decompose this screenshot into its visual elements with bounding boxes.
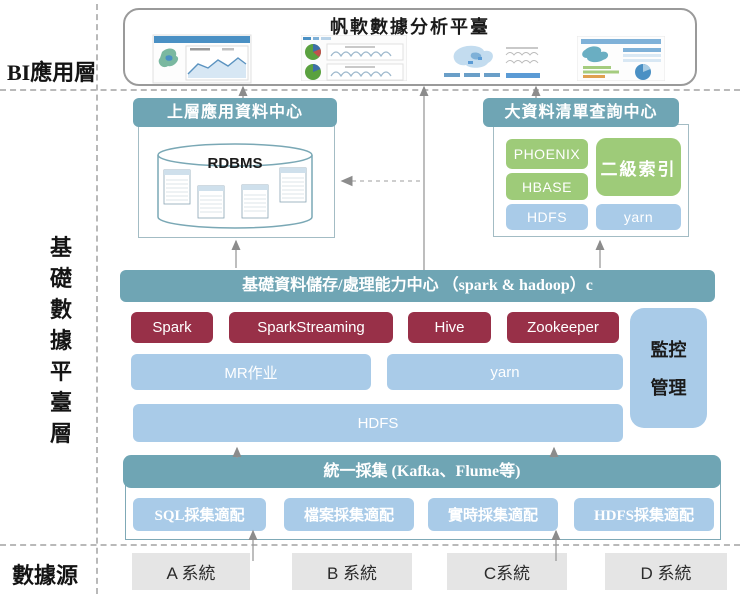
hbase-box: HBASE bbox=[506, 173, 588, 200]
rdbms-label: RDBMS bbox=[208, 155, 263, 172]
query-yarn-box: yarn bbox=[596, 204, 681, 230]
dashboard-thumbnail-4 bbox=[577, 36, 665, 81]
layer-divider-vertical bbox=[96, 4, 98, 594]
hdfs-adapter-box: HDFS採集適配 bbox=[574, 498, 714, 531]
upper-app-center-header: 上層應用資料中心 bbox=[133, 98, 337, 127]
storage-center-header: 基礎資料儲存/處理能力中心 （spark & hadoop）c bbox=[120, 270, 715, 302]
query-hdfs-box: HDFS bbox=[506, 204, 588, 230]
monitor-line-1: 監控 bbox=[650, 340, 687, 360]
table-icon bbox=[241, 184, 269, 219]
source-system-a: A 系統 bbox=[132, 553, 250, 590]
collection-header: 統一採集 (Kafka、Flume等) bbox=[123, 455, 721, 488]
spark-box: Spark bbox=[131, 312, 213, 343]
hive-box: Hive bbox=[408, 312, 491, 343]
query-center-panel: PHOENIX HBASE 二級索引 HDFS yarn bbox=[493, 124, 689, 237]
upper-app-center-panel: RDBMS bbox=[138, 124, 335, 238]
dashboard-thumbnail-3 bbox=[444, 45, 540, 78]
realtime-adapter-box: 實時採集適配 bbox=[428, 498, 558, 531]
source-system-b: B 系統 bbox=[292, 553, 412, 590]
query-center-header: 大資料清單查詢中心 bbox=[483, 98, 679, 127]
zookeeper-box: Zookeeper bbox=[507, 312, 619, 343]
data-source-label: 數據源 bbox=[12, 563, 79, 588]
layer-divider-source bbox=[0, 544, 740, 546]
sql-adapter-box: SQL採集適配 bbox=[133, 498, 266, 531]
bi-platform-box: 帆軟數據分析平臺 bbox=[123, 8, 697, 86]
yarn-box: yarn bbox=[387, 354, 623, 390]
file-adapter-box: 檔案採集適配 bbox=[284, 498, 414, 531]
dashboard-thumbnail-1 bbox=[152, 34, 252, 84]
monitor-line-2: 管理 bbox=[650, 378, 687, 398]
table-icon bbox=[279, 167, 307, 203]
source-system-d: D 系統 bbox=[605, 553, 727, 590]
monitor-management-box: 監控 管理 bbox=[630, 308, 707, 428]
bi-platform-title: 帆軟數據分析平臺 bbox=[330, 17, 490, 37]
table-icon bbox=[163, 169, 191, 205]
platform-layer-label: 基礎數據平臺層 bbox=[49, 235, 72, 446]
table-icon bbox=[197, 185, 225, 219]
secondary-index-box: 二級索引 bbox=[596, 138, 681, 196]
hdfs-box: HDFS bbox=[133, 404, 623, 442]
rdbms-cylinder: RDBMS bbox=[157, 143, 313, 229]
sparkstreaming-box: SparkStreaming bbox=[229, 312, 393, 343]
dashboard-thumbnail-2 bbox=[301, 35, 407, 81]
layer-divider-bi bbox=[0, 89, 740, 91]
source-system-c: C系統 bbox=[447, 553, 567, 590]
mr-job-box: MR作业 bbox=[131, 354, 371, 390]
bi-layer-label: BI應用層 bbox=[7, 60, 97, 85]
phoenix-box: PHOENIX bbox=[506, 139, 588, 169]
